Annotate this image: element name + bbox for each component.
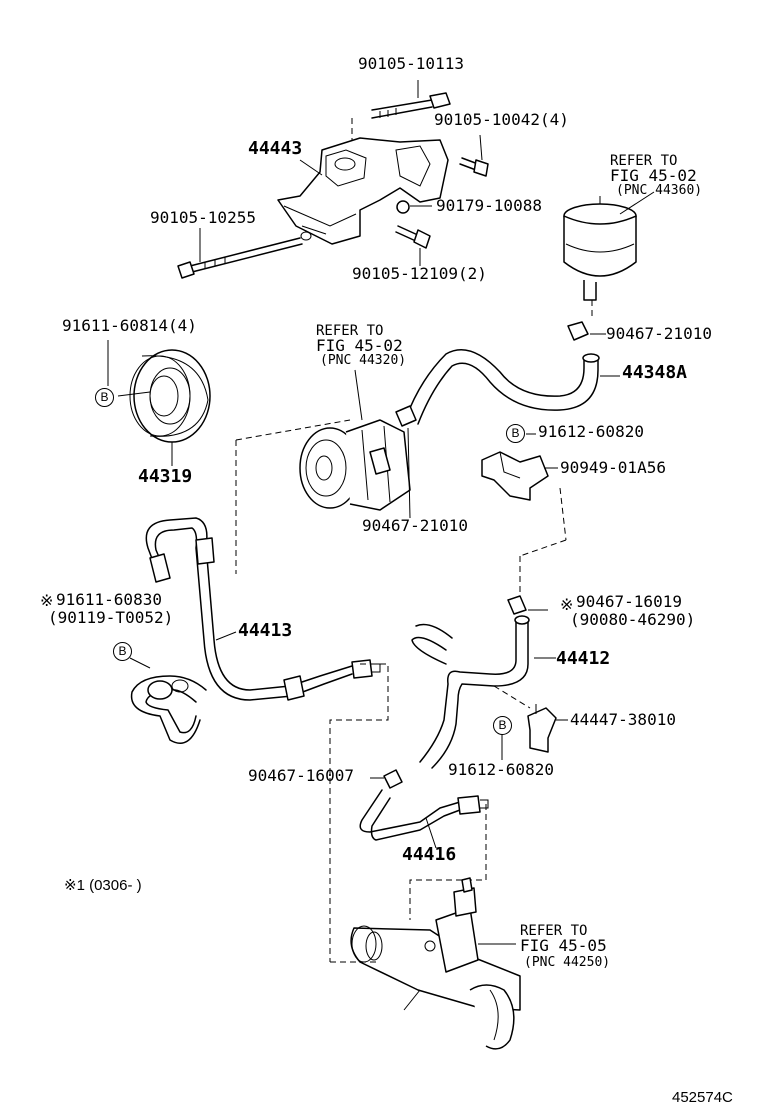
label-bolt-top: 90105-10113 — [358, 54, 464, 73]
label-bolt-4: 90105-10042(4) — [434, 110, 569, 129]
star-clamp-mid: ※ — [560, 595, 574, 614]
label-union-bolt: 91611-60830 — [56, 590, 162, 609]
tube-return-drawing — [359, 789, 489, 841]
ref-pump-line1: REFER TO — [316, 323, 384, 339]
clamp-bracket-drawing — [481, 451, 549, 501]
label-clamp-lower: 90467-16007 — [248, 766, 354, 785]
label-hose-return: 44348A — [622, 362, 688, 383]
label-bracket: 44443 — [248, 138, 303, 159]
ref-reservoir-line1: REFER TO — [610, 153, 678, 169]
steering-gear-drawing — [350, 877, 521, 1050]
marker-b-pulley: B — [95, 388, 114, 407]
figure-id: 452574C — [672, 1089, 733, 1106]
label-nut: 90179-10088 — [436, 196, 542, 215]
pulley-drawing — [129, 349, 211, 443]
label-tube-return: 44416 — [402, 844, 457, 865]
clamp-pump-drawing — [395, 405, 417, 427]
ref-gear-line3: (PNC 44250) — [524, 955, 611, 970]
label-bolt-long: 90105-10255 — [150, 208, 256, 227]
reservoir-drawing — [563, 196, 637, 301]
bracket-44443-drawing — [277, 137, 449, 245]
marker-b-tube: B — [113, 642, 132, 661]
ref-pump-line2: FIG 45-02 — [316, 336, 403, 355]
hose-mid-drawing — [411, 615, 530, 769]
label-pressure-tube: 44413 — [238, 620, 293, 641]
clamp-mid-drawing — [507, 595, 527, 615]
label-bolt-b-upper: 91612-60820 — [538, 422, 644, 441]
label-bolt-2: 90105-12109(2) — [352, 264, 487, 283]
bolt-top-drawing — [371, 92, 451, 119]
ref-reservoir-line3: (PNC 44360) — [616, 183, 703, 198]
label-clamp-mid: 90467-16019 — [576, 592, 682, 611]
label-hose-mid: 44412 — [556, 648, 611, 669]
ref-pump-line3: (PNC 44320) — [320, 353, 407, 368]
label-clamp-pump: 90467-21010 — [362, 516, 468, 535]
nut-drawing — [396, 200, 410, 214]
ref-gear-line1: REFER TO — [520, 923, 588, 939]
hose-return-drawing — [405, 349, 600, 425]
label-pulley: 44319 — [138, 466, 193, 487]
pump-drawing — [299, 419, 411, 511]
bolt-long-drawing — [177, 237, 303, 279]
pressure-tube-drawing — [130, 517, 381, 744]
marker-b-lower: B — [493, 716, 512, 735]
footnote: ※1 (0306- ) — [64, 877, 142, 894]
bracket-lower-drawing — [527, 704, 557, 753]
label-bolt-b-lower: 91612-60820 — [448, 760, 554, 779]
clamp-upper-drawing — [567, 321, 589, 341]
ref-reservoir-line2: FIG 45-02 — [610, 166, 697, 185]
label-clamp-mid-alt: (90080-46290) — [570, 610, 696, 629]
label-pulley-nut: 91611-60814(4) — [62, 316, 197, 335]
bolt-2-drawing — [395, 225, 431, 249]
star-union-bolt: ※ — [40, 591, 54, 610]
ref-gear-line2: FIG 45-05 — [520, 936, 607, 955]
label-bracket-lower: 44447-38010 — [570, 710, 676, 729]
bolt-4-drawing — [459, 157, 489, 177]
marker-b-upper: B — [506, 424, 525, 443]
clamp-lower-drawing — [383, 769, 403, 789]
label-union-bolt-alt: (90119-T0052) — [48, 608, 174, 627]
label-clamp-upper: 90467-21010 — [606, 324, 712, 343]
label-clamp-bracket: 90949-01A56 — [560, 458, 666, 477]
